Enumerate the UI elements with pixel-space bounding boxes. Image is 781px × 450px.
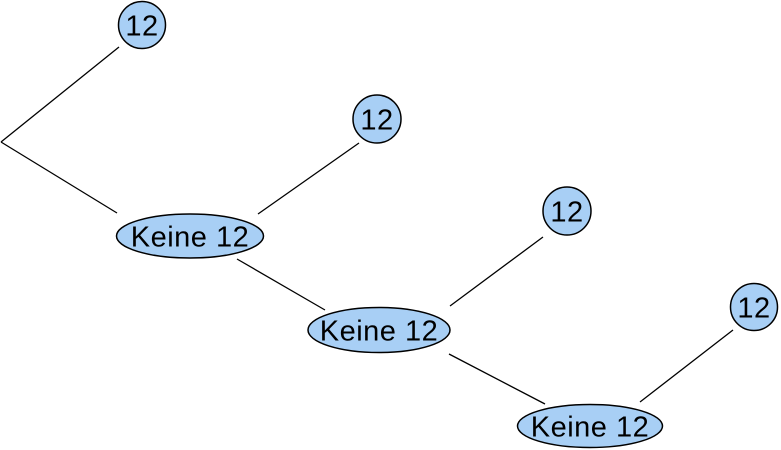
tree-node-level1-keine12: Keine 12: [115, 213, 265, 259]
circle-shape: [729, 282, 779, 332]
ellipse-shape: [115, 213, 265, 259]
tree-edge-root-to-level1-keine12: [0, 141, 118, 214]
tree-node-label: 12: [550, 196, 583, 228]
circle-shape: [542, 186, 592, 236]
tree-edge-root-to-level1-12: [0, 46, 120, 143]
tree-node-label: 12: [125, 10, 158, 42]
tree-node-level1-12: 12: [117, 0, 167, 50]
tree-edge-level1-keine12-to-level2-keine12: [236, 258, 326, 311]
tree-edge-level2-keine12-to-level3-12: [449, 236, 544, 307]
tree-node-label: 12: [360, 104, 393, 136]
tree-node-label: 12: [737, 292, 770, 324]
ellipse-shape: [307, 306, 451, 354]
ellipse-shape: [516, 403, 664, 449]
circle-shape: [352, 94, 402, 144]
tree-edge-level3-keine12-to-level4-12: [639, 329, 734, 403]
tree-node-level2-12: 12: [352, 94, 402, 144]
tree-node-label: Keine 12: [531, 411, 650, 443]
tree-node-label: Keine 12: [320, 315, 439, 347]
circle-shape: [117, 0, 167, 50]
tree-node-level2-keine12: Keine 12: [307, 306, 451, 354]
tree-node-level3-12: 12: [542, 186, 592, 236]
tree-edge-level1-keine12-to-level2-12: [257, 142, 360, 215]
tree-node-label: Keine 12: [131, 221, 250, 253]
tree-node-level4-12: 12: [729, 282, 779, 332]
tree-edge-level2-keine12-to-level3-keine12: [448, 353, 546, 405]
tree-node-level3-keine12: Keine 12: [516, 403, 664, 449]
